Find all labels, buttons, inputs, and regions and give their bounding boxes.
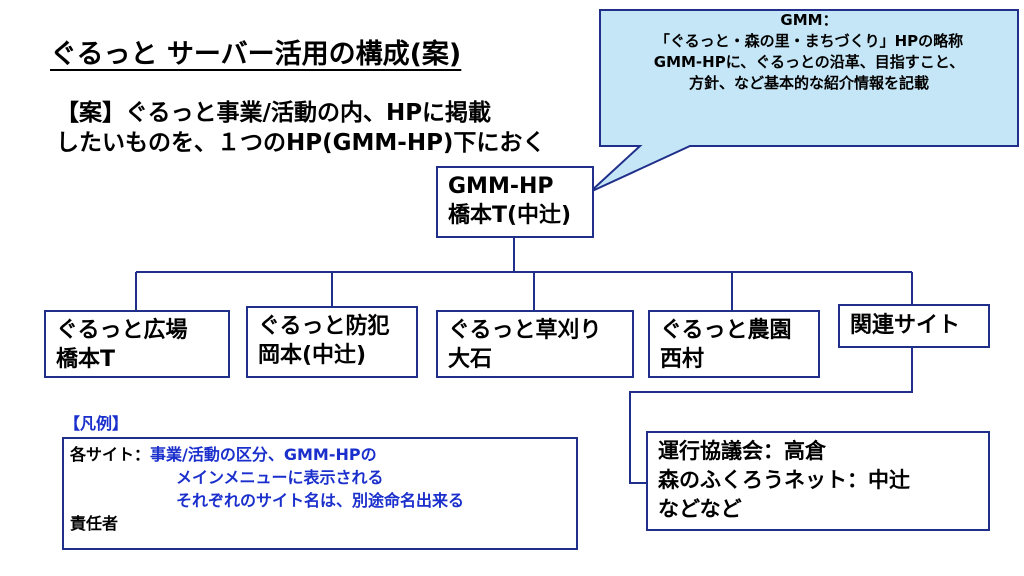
site-node-name: ぐるっと広場 [56,318,188,343]
callout-line-1: GMM： [780,11,838,29]
related-line-3: などなど [658,497,742,521]
site-node-name: ぐるっと農園 [660,318,792,343]
legend-desc-2: メインメニューに表示される [176,468,384,487]
callout-line-4: 方針、など基本的な紹介情報を記載 [688,74,929,92]
related-line-1: 運行協議会：高倉 [658,439,826,463]
site-node-bouhan: ぐるっと防犯 岡本(中辻) [246,306,418,378]
callout-bubble [589,9,1019,193]
site-node-name: ぐるっと防犯 [258,314,390,339]
site-node-owner: 岡本(中辻) [258,343,367,368]
site-node-name: ぐるっと草刈り [448,318,602,343]
legend-desc-1: 事業/活動の区分、GMM-HPの [150,445,377,464]
intro-text: 【案】ぐるっと事業/活動の内、HPに掲載 したいものを、１つのHP(GMM-HP… [56,98,545,158]
related-sites-box: 運行協議会：高倉 森のふくろうネット：中辻 などなど [646,431,990,531]
legend-row-2: メインメニューに表示される [70,466,570,489]
intro-line-1: 【案】ぐるっと事業/活動の内、HPに掲載 [56,100,492,126]
site-node-hiroba: ぐるっと広場 橋本T [44,310,230,378]
legend-row-3: それぞれのサイト名は、別途命名出来る [70,489,570,512]
page-title: ぐるっと サーバー活用の構成(案) [50,39,462,70]
intro-line-2: したいものを、１つのHP(GMM-HP)下におく [56,130,546,156]
legend-owner-label: 責任者 [70,514,119,533]
legend-box: 各サイト：事業/活動の区分、GMM-HPの メインメニューに表示される それぞれ… [62,437,578,550]
legend-desc-3: それぞれのサイト名は、別途命名出来る [176,491,465,510]
site-node-kusakari: ぐるっと草刈り 大石 [436,310,634,378]
site-node-owner: 橋本T [56,347,116,372]
callout-line-3: GMM-HPに、ぐるっとの沿革、目指すこと、 [653,53,965,71]
related-line-2: 森のふくろうネット：中辻 [658,468,910,492]
connector-related [629,348,913,484]
legend-label: 各サイト： [70,445,151,464]
site-node-nouen: ぐるっと農園 西村 [648,310,820,378]
root-node: GMM-HP 橋本T(中辻) [436,166,594,238]
site-node-related: 関連サイト [838,304,990,348]
site-node-owner: 西村 [660,347,705,372]
callout-text: GMM： 「ぐるっと・森の里・まちづくり」HPの略称 GMM-HPに、ぐるっとの… [600,10,1018,94]
site-node-owner: 大石 [448,347,493,372]
root-node-owner: 橋本T(中辻) [448,203,572,228]
root-node-name: GMM-HP [448,174,554,199]
legend-title: 【凡例】 [64,414,129,433]
site-node-name: 関連サイト [850,313,961,338]
legend-row-1: 各サイト：事業/活動の区分、GMM-HPの [70,443,570,466]
callout-line-2: 「ぐるっと・森の里・まちづくり」HPの略称 [654,32,964,50]
